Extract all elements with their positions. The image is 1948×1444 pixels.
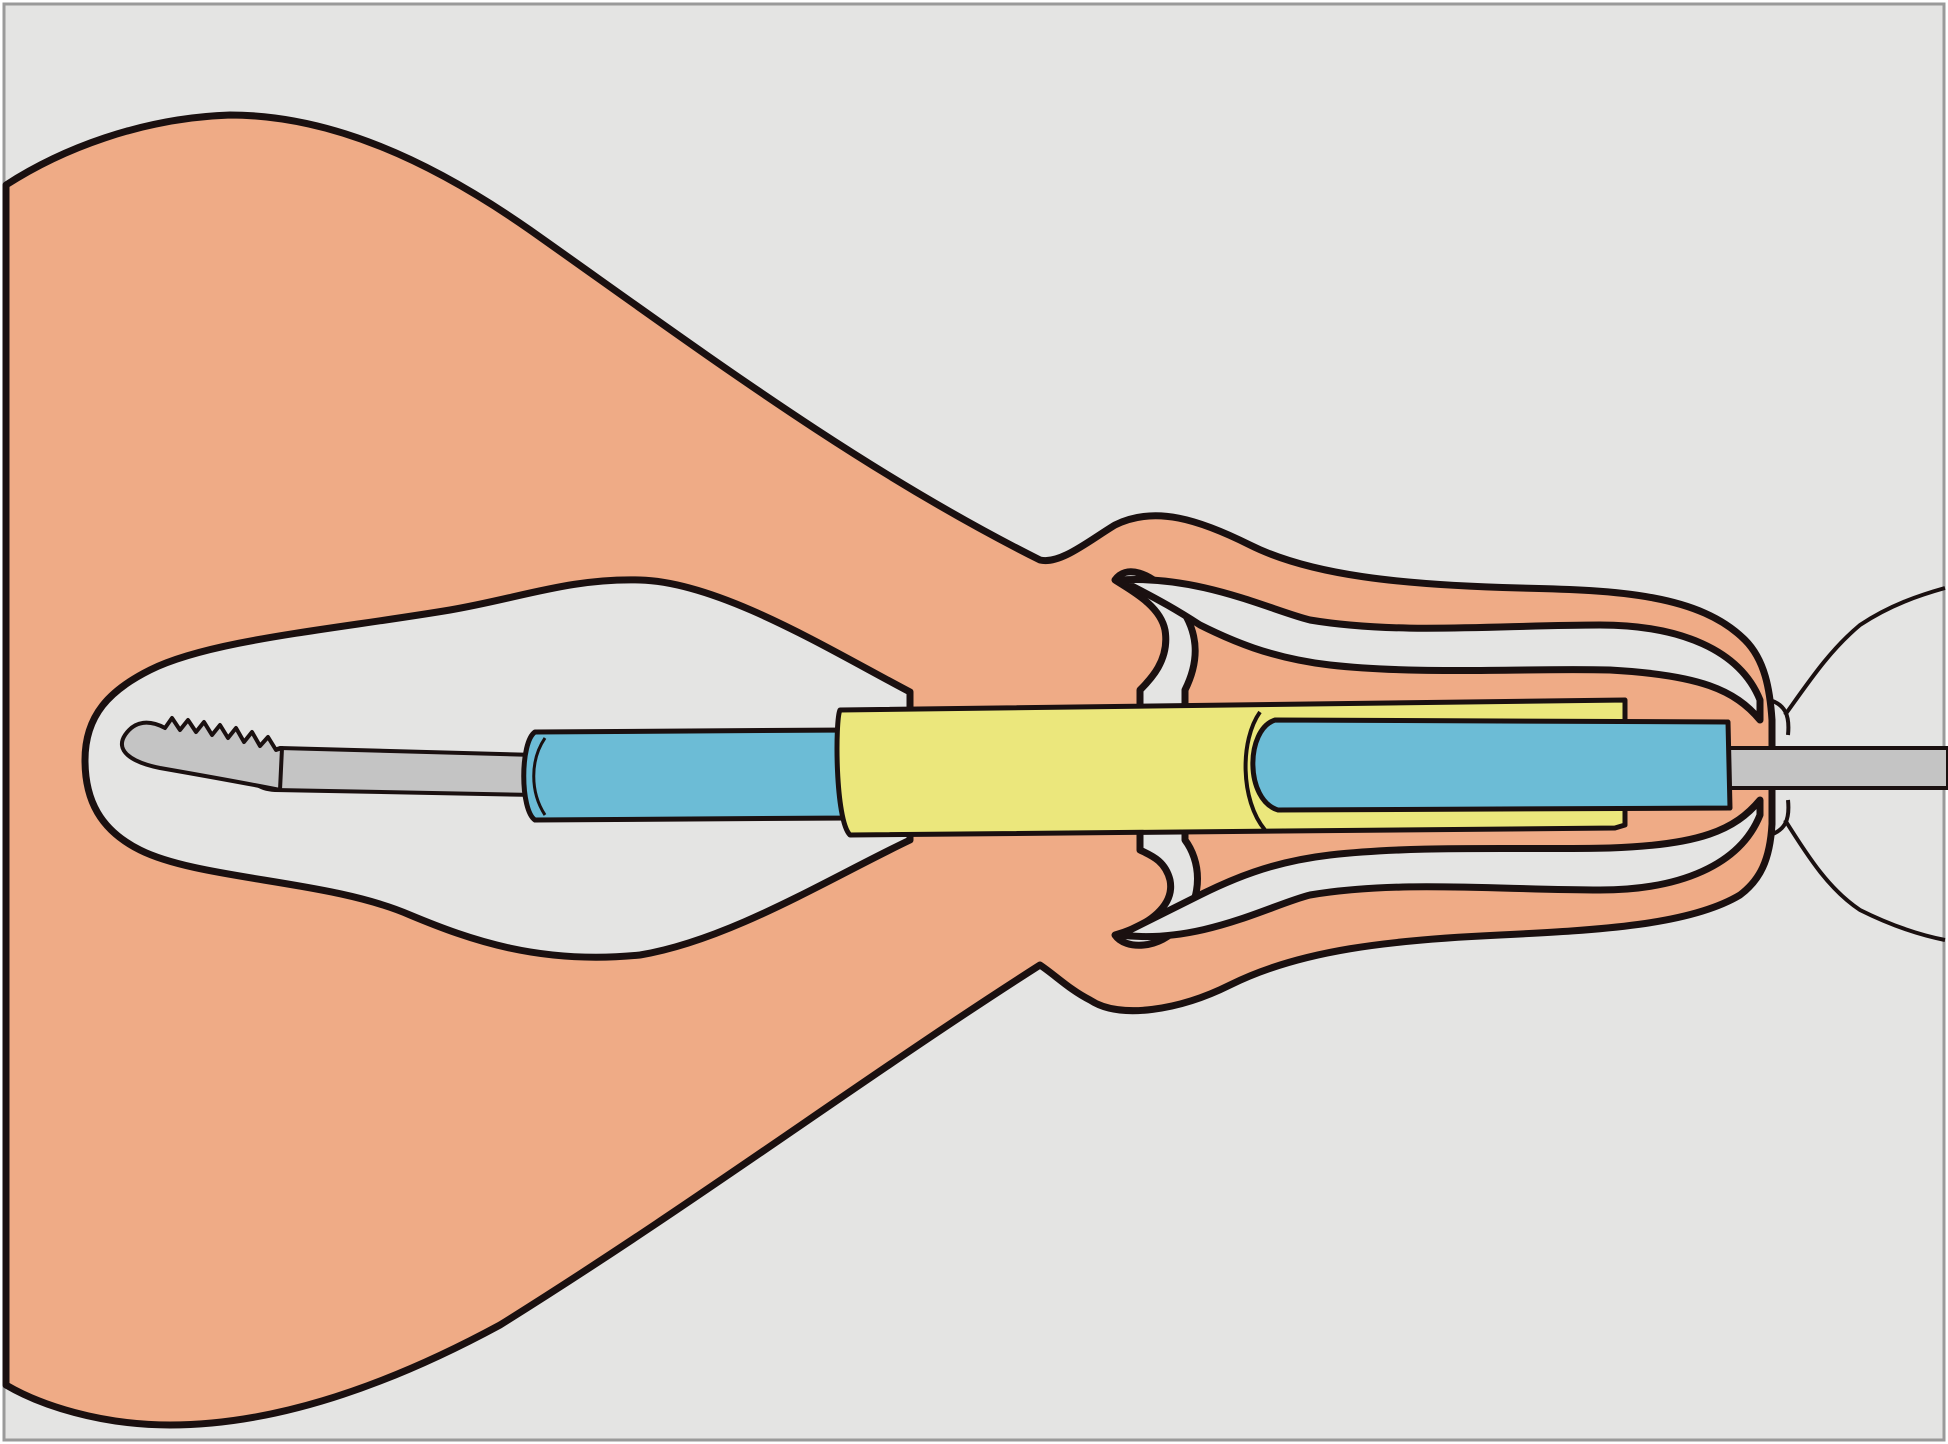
instrument-rod-distal xyxy=(251,748,535,795)
blue-sheath-proximal xyxy=(1253,720,1730,810)
instrument-rod-proximal xyxy=(1725,748,1948,788)
blue-sheath-distal xyxy=(524,730,850,820)
